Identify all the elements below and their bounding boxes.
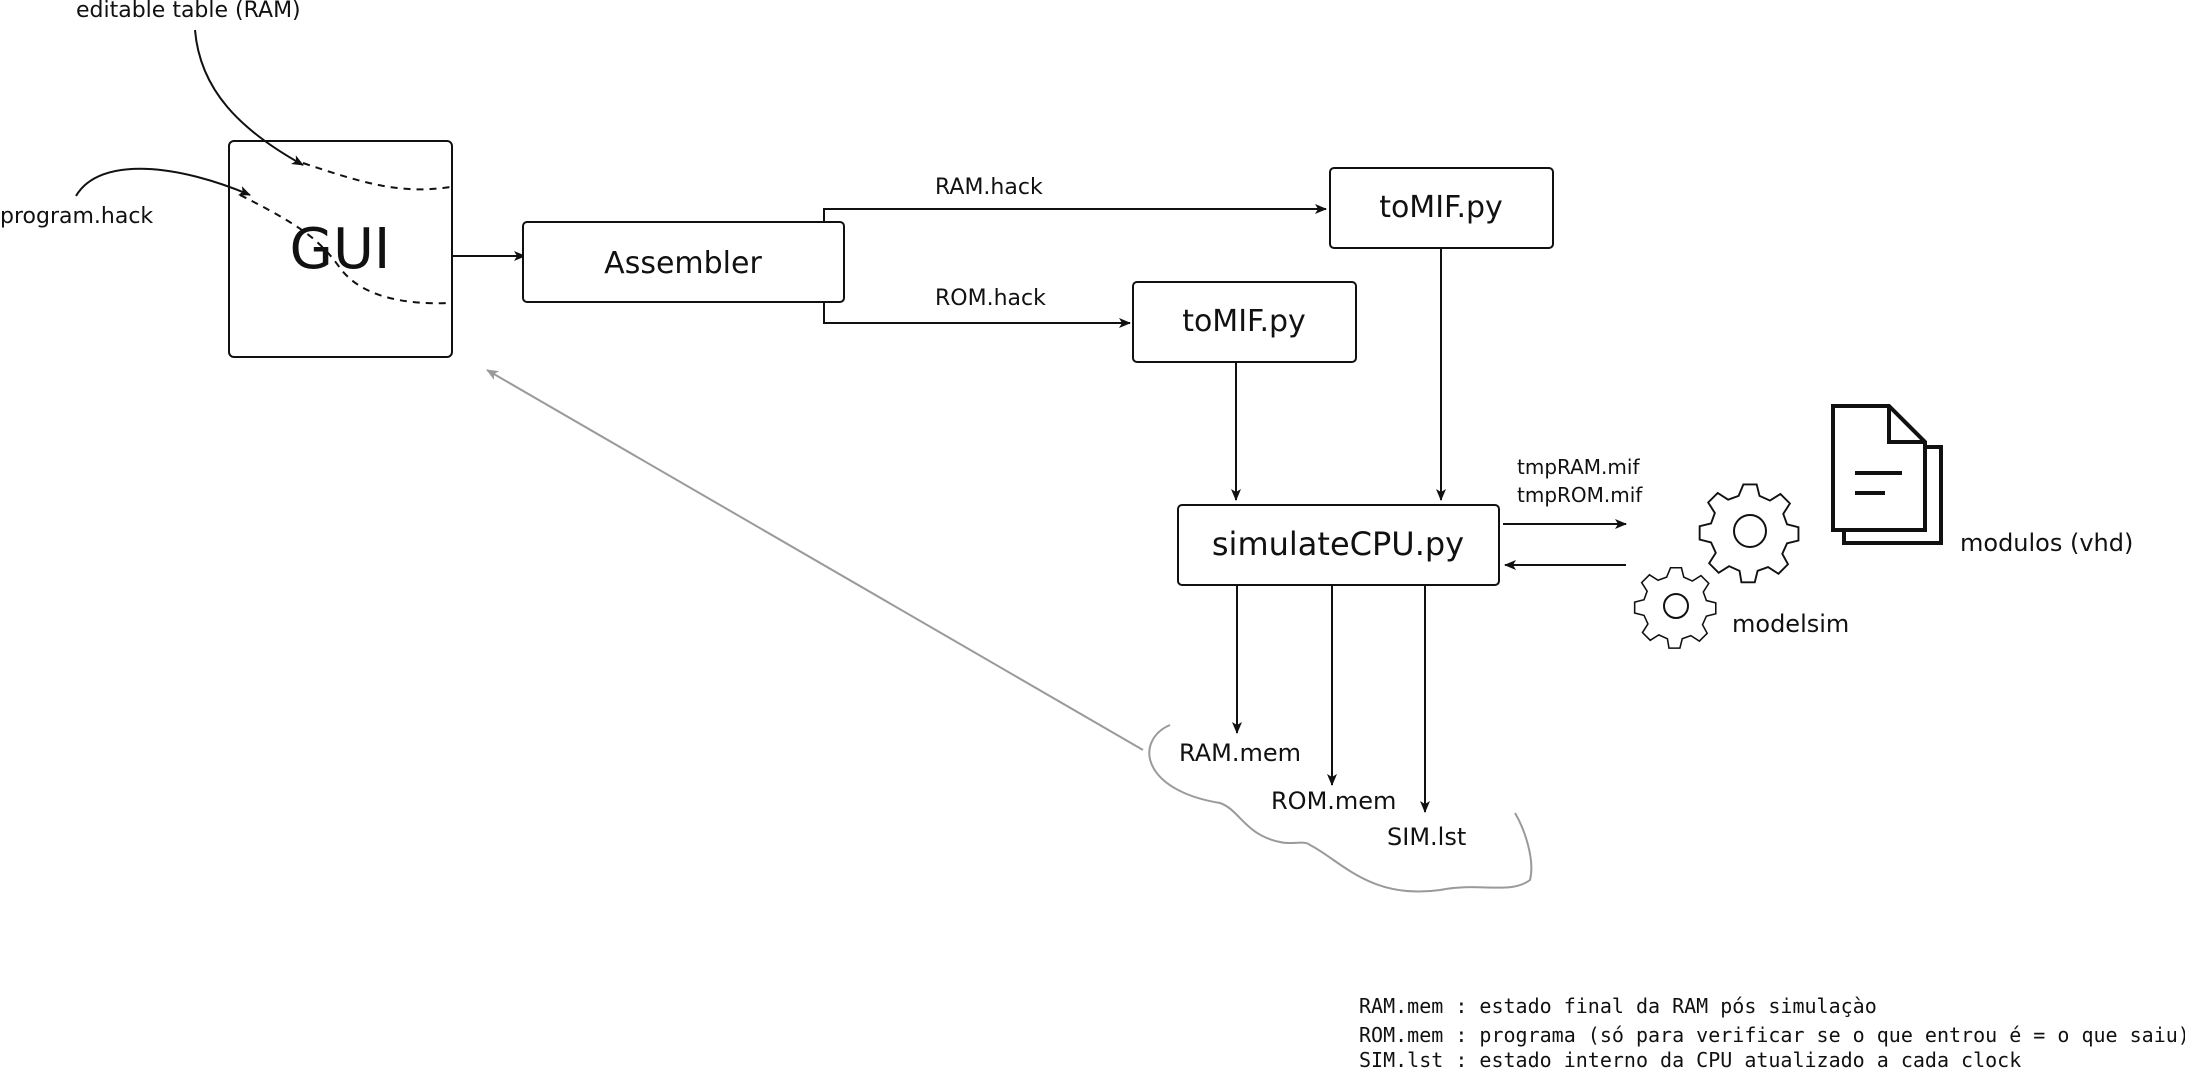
feedback-to-gui-arrow <box>486 369 1144 751</box>
rom-mem-label: ROM.mem <box>1271 787 1396 815</box>
gear-icon <box>1633 567 1717 649</box>
document-icon <box>1831 404 1943 545</box>
editable-table-arrow <box>194 29 304 166</box>
modelsim-label: modelsim <box>1732 610 1849 638</box>
simulate-cpu-box[interactable]: simulateCPU.py <box>1177 504 1500 586</box>
legend-line: RAM.mem : estado final da RAM pós simula… <box>1359 994 1877 1018</box>
program-hack-label: program.hack <box>0 204 153 229</box>
gui-label: GUI <box>290 217 391 282</box>
ram-table-dashed-curve <box>302 162 451 191</box>
sim-lst-label: SIM.lst <box>1387 823 1466 851</box>
tomif-rom-box[interactable]: toMIF.py <box>1132 281 1357 363</box>
modulos-label: modulos (vhd) <box>1960 529 2133 557</box>
editable-table-label: editable table (RAM) <box>76 0 301 23</box>
ram-hack-arrow <box>823 204 1327 222</box>
rom-hack-arrow <box>823 302 1131 328</box>
legend-line: ROM.mem : programa (só para verificar se… <box>1359 1023 2185 1047</box>
gui-box[interactable]: GUI <box>228 140 453 358</box>
rom-hack-label: ROM.hack <box>935 286 1046 311</box>
output-cloud <box>1148 724 1533 893</box>
tmp-rom-label: tmpROM.mif <box>1517 483 1643 507</box>
tmp-ram-label: tmpRAM.mif <box>1517 455 1640 479</box>
assembler-label: Assembler <box>604 246 762 281</box>
tomif-ram-box[interactable]: toMIF.py <box>1329 167 1554 249</box>
tomif-rom-label: toMIF.py <box>1182 304 1306 339</box>
gear-icon <box>1698 483 1800 584</box>
ram-mem-label: RAM.mem <box>1179 739 1301 767</box>
assembler-box[interactable]: Assembler <box>522 221 845 303</box>
program-hack-arrow <box>75 167 251 197</box>
ram-hack-label: RAM.hack <box>935 175 1043 200</box>
tomif-ram-label: toMIF.py <box>1379 190 1503 225</box>
simulate-cpu-label: simulateCPU.py <box>1212 525 1464 563</box>
legend-line: SIM.lst : estado interno da CPU atualiza… <box>1359 1048 2021 1071</box>
